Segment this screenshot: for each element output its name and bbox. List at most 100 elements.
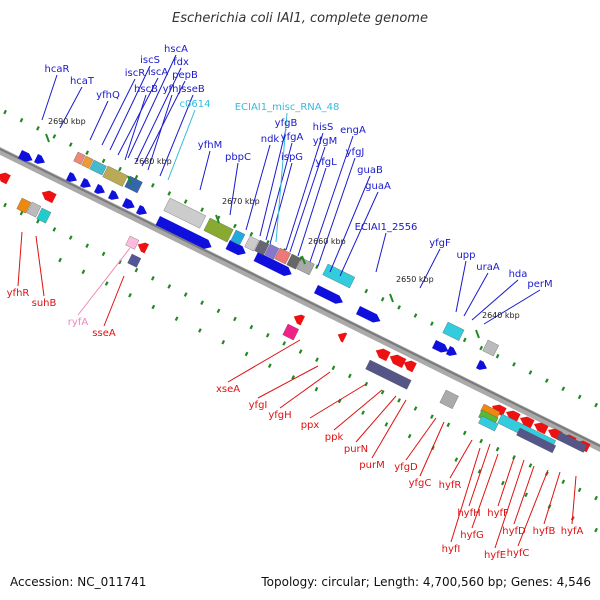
gene-label-hyfF: hyfF bbox=[487, 508, 509, 519]
feature-block bbox=[16, 197, 32, 214]
gene-label-purM: purM bbox=[359, 460, 384, 471]
gene-label-uraA: uraA bbox=[476, 262, 500, 273]
tick-dot bbox=[233, 223, 237, 229]
tick-dot bbox=[151, 304, 156, 310]
tick-dot bbox=[36, 219, 40, 224]
connector-yfgL bbox=[297, 167, 327, 257]
kbp-label: 2690 kbp bbox=[48, 117, 86, 126]
connector-hyfI bbox=[450, 447, 481, 543]
tick-dot bbox=[577, 394, 582, 400]
gene-label-yfgC: yfgC bbox=[409, 478, 432, 489]
tick-dot bbox=[397, 305, 401, 310]
tick-dot bbox=[183, 292, 188, 297]
tick-dot bbox=[430, 321, 434, 326]
connector-yfhR bbox=[17, 231, 23, 287]
feature-block bbox=[482, 339, 499, 357]
plus-strand-arrow bbox=[356, 306, 381, 323]
tick-dot bbox=[384, 422, 389, 427]
connector-yfgI bbox=[257, 365, 319, 399]
minus-strand-arrow bbox=[492, 404, 507, 417]
gene-label-ECIAI1_misc_RNA_48: ECIAI1_misc_RNA_48 bbox=[235, 102, 340, 113]
tick-dot bbox=[244, 351, 249, 357]
gene-label-pbpC: pbpC bbox=[225, 152, 251, 163]
minus-strand-arrow bbox=[520, 416, 535, 429]
connector-suhB bbox=[35, 235, 45, 297]
gene-label-yfgL: yfgL bbox=[315, 157, 337, 168]
gene-label-hyfD: hyfD bbox=[502, 526, 526, 537]
tick-dot bbox=[524, 492, 529, 498]
connector-hyfR bbox=[449, 439, 473, 479]
gene-label-sseB: sseB bbox=[181, 84, 205, 95]
tick-dot bbox=[167, 191, 172, 196]
feature-block bbox=[124, 175, 143, 194]
gene-label-fdx: fdx bbox=[173, 57, 189, 68]
tick-dot bbox=[128, 292, 132, 298]
connector-ECIAI1_misc_RNA_48 bbox=[275, 112, 288, 243]
connector-yfhM bbox=[199, 150, 211, 191]
tick-dot bbox=[495, 446, 500, 452]
tick-dot bbox=[118, 259, 122, 265]
tick-dot bbox=[52, 227, 57, 232]
connector-yfgB bbox=[259, 128, 287, 237]
tick-dot bbox=[134, 267, 139, 273]
tick-dot bbox=[167, 284, 172, 289]
connector-hyfD bbox=[513, 465, 535, 525]
tick-dot bbox=[446, 422, 451, 428]
gene-label-ispG: ispG bbox=[281, 152, 303, 163]
tick-dot bbox=[200, 300, 204, 305]
connector-hscA bbox=[127, 54, 177, 159]
tick-dot bbox=[397, 398, 401, 403]
gene-label-iscA: iscA bbox=[148, 67, 168, 78]
connector-yfhJ bbox=[147, 94, 173, 171]
tick-dot bbox=[347, 373, 352, 379]
gene-label-yfhJ: yfhJ bbox=[163, 84, 182, 95]
connector-yfgM bbox=[289, 146, 326, 253]
tick-mark bbox=[475, 329, 480, 339]
tick-dot bbox=[282, 341, 287, 346]
tick-dot bbox=[500, 480, 505, 486]
tick-dot bbox=[364, 288, 369, 294]
gene-label-suhB: suhB bbox=[32, 298, 57, 309]
gene-label-yfhR: yfhR bbox=[7, 288, 30, 299]
plus-strand-arrow bbox=[122, 198, 135, 209]
tick-dot bbox=[68, 235, 73, 240]
plus-strand-arrow bbox=[476, 360, 487, 370]
plus-strand-arrow bbox=[18, 150, 33, 162]
tick-dot bbox=[407, 433, 412, 439]
connector-sseA bbox=[103, 275, 125, 327]
tick-dot bbox=[85, 150, 90, 156]
tick-mark bbox=[45, 133, 50, 143]
connector-hyfH bbox=[468, 443, 491, 507]
plus-strand-arrow bbox=[225, 240, 246, 256]
tick-dot bbox=[512, 455, 516, 460]
tick-dot bbox=[315, 357, 319, 362]
gene-label-yfgA: yfgA bbox=[281, 132, 304, 143]
feature-block bbox=[203, 217, 234, 243]
feature-block bbox=[36, 207, 52, 224]
kbp-label: 2640 kbp bbox=[482, 311, 520, 320]
tick-dot bbox=[36, 126, 40, 131]
tick-dot bbox=[81, 269, 86, 275]
feature-block bbox=[442, 321, 465, 341]
plus-strand-arrow bbox=[66, 172, 77, 182]
connector-hcaR bbox=[41, 74, 58, 121]
feature-block bbox=[244, 235, 260, 252]
label-connectors bbox=[17, 54, 577, 549]
connector-hyfF bbox=[497, 457, 515, 507]
connector-ndk bbox=[245, 144, 271, 231]
tick-dot bbox=[58, 257, 62, 263]
gene-label-hyfR: hyfR bbox=[439, 480, 462, 491]
connector-hyfA bbox=[571, 475, 577, 525]
tick-dot bbox=[364, 381, 369, 387]
gene-label-upp: upp bbox=[456, 250, 475, 261]
tick-dot bbox=[198, 328, 202, 333]
connector-hscB bbox=[124, 94, 147, 161]
feature-block bbox=[282, 323, 299, 341]
tick-dot bbox=[85, 243, 90, 249]
tick-dot bbox=[216, 308, 221, 314]
minus-strand-arrow bbox=[534, 422, 549, 435]
connector-xseA bbox=[227, 339, 301, 383]
tick-dot bbox=[200, 207, 204, 212]
tick-dot bbox=[3, 202, 7, 208]
gene-label-iscS: iscS bbox=[140, 55, 160, 66]
